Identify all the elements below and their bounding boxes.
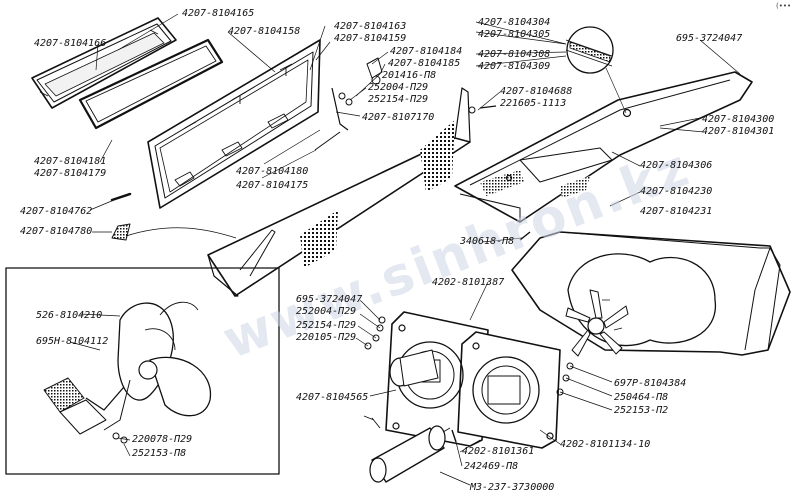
outer-lens-frame bbox=[31, 17, 177, 109]
part-label: 252153-П2 bbox=[614, 405, 669, 416]
part-label: 4207-8104309 bbox=[478, 61, 551, 72]
part-label: 4207-8104185 bbox=[388, 58, 461, 69]
part-label: 221605-1113 bbox=[500, 98, 567, 109]
part-label: 4202-8101134-10 bbox=[560, 439, 651, 450]
part-label: 4207-8104158 bbox=[228, 26, 301, 37]
part-label: 697P-8104384 bbox=[614, 378, 687, 389]
part-label: 242469-П8 bbox=[464, 461, 519, 472]
fan-motor-assembly bbox=[385, 311, 561, 449]
part-label: 201416-П8 bbox=[382, 70, 437, 81]
part-label: 695-3724047 bbox=[296, 294, 363, 305]
part-label: 4207-8104179 bbox=[34, 168, 107, 179]
part-label: 4207-8104163 bbox=[334, 21, 407, 32]
inset-detail-box bbox=[5, 267, 280, 475]
lens-gasket bbox=[78, 38, 224, 130]
part-label: 695H-8104112 bbox=[36, 336, 109, 347]
part-label: 4207-8104301 bbox=[702, 126, 775, 137]
part-label: 4207-8104166 bbox=[34, 38, 107, 49]
part-label: 4207-8104181 bbox=[34, 156, 107, 167]
part-label: 4202-8101361 bbox=[462, 446, 535, 457]
part-label: 4207-8104159 bbox=[334, 33, 407, 44]
leader-lines bbox=[69, 13, 741, 486]
part-label: 4207-8104165 bbox=[182, 8, 255, 19]
part-label: 4207-8104175 bbox=[236, 180, 309, 191]
front-panel-tray bbox=[207, 87, 471, 297]
part-label: 4207-8107170 bbox=[362, 112, 435, 123]
part-label: 252154-П29 bbox=[296, 320, 357, 331]
part-label: 252153-П8 bbox=[132, 448, 187, 459]
corner-mark: (••• bbox=[776, 2, 792, 10]
electric-motor bbox=[363, 415, 451, 483]
part-label: 4207-8104780 bbox=[20, 226, 93, 237]
part-label: 252004-П29 bbox=[296, 306, 357, 317]
part-label: 4207-8104308 bbox=[478, 49, 551, 60]
part-label: 526-8104210 bbox=[36, 310, 103, 321]
heater-housing bbox=[511, 231, 791, 356]
part-label: 4207-8104565 bbox=[296, 392, 369, 403]
part-label: М3-237-3730000 bbox=[470, 482, 555, 493]
part-label: 340618-П8 bbox=[460, 236, 515, 247]
dashboard-shell bbox=[454, 71, 753, 223]
part-label: 252004-П29 bbox=[368, 82, 429, 93]
part-label: 4207-8104230 bbox=[640, 186, 713, 197]
part-label: 4207-8104184 bbox=[390, 46, 463, 57]
lamp-housing-frame bbox=[147, 39, 321, 209]
part-label: 4207-8104304 bbox=[478, 17, 551, 28]
part-label: 250464-П8 bbox=[614, 392, 669, 403]
part-label: 4207-8104305 bbox=[478, 29, 551, 40]
fasteners bbox=[110, 57, 574, 444]
magnified-mesh-detail bbox=[565, 26, 627, 114]
part-label: 4207-8104231 bbox=[640, 206, 713, 217]
part-label: 4202-8101387 bbox=[432, 277, 505, 288]
part-label: 695-3724047 bbox=[676, 33, 743, 44]
fan-impeller bbox=[565, 289, 629, 357]
part-label: 220105-П29 bbox=[296, 332, 357, 343]
part-label: 4207-8104688 bbox=[500, 86, 573, 97]
part-label: 4207-8104306 bbox=[640, 160, 713, 171]
part-label: 4207-8104180 bbox=[236, 166, 309, 177]
part-label: 4207-8104762 bbox=[20, 206, 93, 217]
part-label: 252154-П29 bbox=[368, 94, 429, 105]
part-label: 220078-П29 bbox=[132, 434, 193, 445]
part-label: 4207-8104300 bbox=[702, 114, 775, 125]
